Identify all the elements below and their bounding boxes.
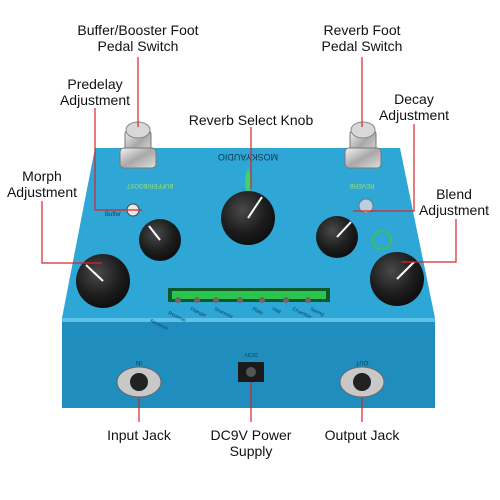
right-switch-text: REVERB (350, 182, 375, 188)
callout-line-1: Reverb Select Knob (188, 112, 314, 128)
callout-line-2: Adjustment (59, 92, 131, 108)
buffer-text: Buffer (105, 212, 121, 218)
mode-label: Spring (309, 306, 325, 318)
callout-blend: Blend Adjustment (412, 186, 496, 218)
callout-line-2: Pedal Switch (321, 38, 403, 54)
led-glow (172, 291, 326, 299)
brand-text: MOSKYAUDIO (218, 152, 278, 162)
pedal-edge-highlight (62, 318, 435, 322)
indicator-led (358, 198, 374, 214)
callout-line-2: Pedal Switch (97, 38, 179, 54)
buffer-foot-switch[interactable] (119, 121, 157, 169)
mode-led (194, 297, 200, 303)
left-switch-text: BUFFER/BOOST (126, 182, 173, 188)
callout-line-2: Adjustment (418, 202, 490, 218)
predelay-knob[interactable] (139, 219, 181, 261)
callout-line-1: DC9V Power (210, 427, 292, 443)
callout-line-1: Buffer/Booster Foot (77, 22, 199, 38)
callout-buffer-switch: Buffer/Booster Foot Pedal Switch (58, 22, 218, 54)
callout-line-1: Decay (394, 91, 434, 107)
in-text: IN (136, 359, 142, 365)
callout-input-jack: Input Jack (89, 427, 189, 443)
line-predelay (94, 108, 142, 211)
mode-led (213, 297, 219, 303)
mode-led (259, 297, 265, 303)
callout-line-1: Morph (22, 168, 62, 184)
mode-label: Plate (251, 306, 264, 316)
callout-reverb-switch: Reverb Foot Pedal Switch (302, 22, 422, 54)
callout-output-jack: Output Jack (312, 427, 412, 443)
callout-line-1: Blend (436, 186, 472, 202)
mode-led (283, 297, 289, 303)
callout-lines (41, 57, 457, 422)
reverb-select-knob[interactable] (221, 191, 275, 245)
callout-decay: Decay Adjustment (364, 91, 464, 123)
callout-reverb-select: Reverb Select Knob (171, 112, 331, 128)
logo-icon (245, 168, 251, 195)
callout-line-2: Adjustment (6, 184, 78, 200)
mode-led (305, 297, 311, 303)
line-morph (41, 201, 102, 264)
callout-line-1: Output Jack (324, 427, 400, 443)
badge-icon (372, 230, 392, 250)
mode-led (175, 297, 181, 303)
callout-morph: Morph Adjustment (2, 168, 82, 200)
callout-line-1: Reverb Foot (323, 22, 401, 38)
morph-knob[interactable] (76, 254, 130, 308)
callout-line-1: Input Jack (107, 427, 171, 443)
decay-knob[interactable] (316, 216, 358, 258)
callout-line-2: Supply (229, 443, 273, 459)
mode-led (237, 297, 243, 303)
line-blend (402, 219, 457, 263)
line-decay (353, 124, 415, 212)
mode-leds (175, 297, 311, 303)
callout-line-2: Adjustment (378, 107, 450, 123)
blend-knob[interactable] (370, 252, 424, 306)
mode-label: Hall (271, 306, 281, 315)
reverb-foot-switch[interactable] (344, 121, 382, 169)
output-jack[interactable] (339, 366, 385, 398)
dc-text: DC9V (244, 351, 258, 357)
out-text: OUT (355, 359, 368, 365)
callout-line-1: Predelay (67, 76, 123, 92)
dc-power-jack[interactable] (238, 362, 264, 382)
callout-power: DC9V Power Supply (196, 427, 306, 459)
callout-predelay: Predelay Adjustment (40, 76, 150, 108)
input-jack[interactable] (116, 366, 162, 398)
